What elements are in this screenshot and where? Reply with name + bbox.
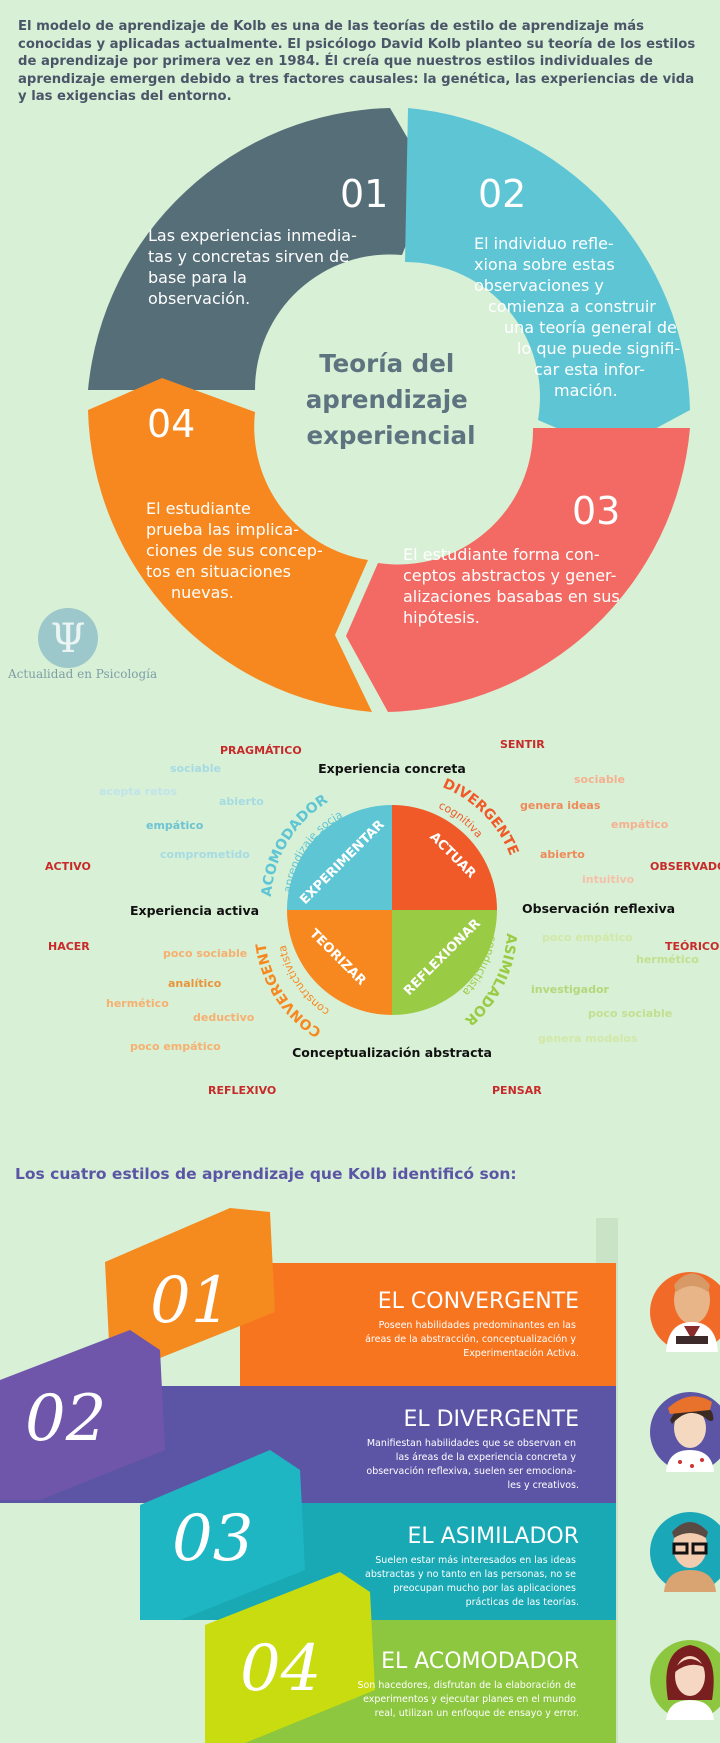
word-tr-0: sociable bbox=[574, 773, 625, 786]
word-tl-1: acepta retos bbox=[99, 785, 177, 798]
styles-title: Los cuatro estilos de aprendizaje que Ko… bbox=[15, 1165, 517, 1183]
word-tr-3: abierto bbox=[540, 848, 585, 861]
style-desc-convergente: Poseen habilidades predominantes en las … bbox=[365, 1320, 579, 1359]
axis-right: Observación reflexiva bbox=[522, 901, 675, 916]
word-tl-4: comprometido bbox=[160, 848, 250, 861]
word-tl-2: abierto bbox=[219, 795, 264, 808]
tag-04 bbox=[205, 1572, 375, 1743]
cycle-segment-04 bbox=[88, 378, 372, 712]
word-tr-2: empático bbox=[611, 818, 669, 831]
word-teorico: TEÓRICO bbox=[665, 940, 719, 953]
cycle-segment-01 bbox=[88, 108, 432, 390]
logo-circle bbox=[38, 608, 98, 668]
axis-top: Experiencia concreta bbox=[318, 761, 466, 776]
quadrant-teorizar bbox=[287, 910, 392, 1015]
word-bl-4: poco empático bbox=[130, 1040, 221, 1053]
style-title-divergente: EL DIVERGENTE bbox=[403, 1407, 579, 1432]
quadrant-actuar bbox=[392, 805, 497, 910]
quadrant-experimentar bbox=[287, 805, 392, 910]
word-pragmatico: PRAGMÁTICO bbox=[220, 744, 302, 757]
word-br-0: poco empático bbox=[542, 931, 633, 944]
tag-02 bbox=[0, 1330, 165, 1500]
word-hacer: HACER bbox=[48, 940, 90, 953]
word-activo: ACTIVO bbox=[45, 860, 91, 873]
avatar-convergente bbox=[650, 1272, 720, 1352]
cycle-text-01: Las experiencias inmedia- tas y concreta… bbox=[148, 226, 362, 308]
style-desc-asimilador: Suelen estar más interesados en las idea… bbox=[365, 1555, 579, 1608]
logo-text: Actualidad en Psicología bbox=[7, 667, 157, 681]
logo: Ψ Actualidad en Psicología bbox=[7, 608, 157, 681]
word-bl-3: deductivo bbox=[193, 1011, 255, 1024]
avatar-asimilador bbox=[650, 1512, 720, 1592]
psi-icon: Ψ bbox=[50, 616, 85, 662]
word-tr-4: intuitivo bbox=[582, 873, 635, 886]
quadrant-reflexionar bbox=[392, 910, 497, 1015]
style-desc-divergente: Manifiestan habilidades que se observan … bbox=[366, 1438, 579, 1491]
cycle-segment-03 bbox=[346, 428, 690, 712]
styles-list: 01 EL CONVERGENTE Poseen habilidades pre… bbox=[0, 1208, 618, 1743]
cycle-segment-02 bbox=[405, 108, 690, 452]
cycle-text-02: El individuo refle- xiona sobre estas ob… bbox=[474, 234, 685, 400]
word-br-3: poco sociable bbox=[588, 1007, 672, 1020]
word-reflexivo: REFLEXIVO bbox=[208, 1084, 276, 1097]
cycle-text-03: El estudiante forma con- ceptos abstract… bbox=[403, 545, 625, 627]
word-sentir: SENTIR bbox=[500, 738, 545, 751]
cycle-text-04: El estudiante prueba las implica- ciones… bbox=[146, 499, 328, 602]
axis-bottom: Conceptualización abstracta bbox=[292, 1045, 492, 1060]
word-tr-1: genera ideas bbox=[520, 799, 601, 812]
intro-text: El modelo de aprendizaje de Kolb es una … bbox=[18, 19, 696, 104]
word-tl-3: empático bbox=[146, 819, 204, 832]
word-bl-2: hermético bbox=[106, 997, 169, 1010]
style-desc-acomodador: Son hacedores, disfrutan de la elaboraci… bbox=[357, 1680, 579, 1719]
tag-02-number: 02 bbox=[25, 1382, 106, 1456]
word-observador: OBSERVADOR bbox=[650, 860, 720, 873]
avatar-divergente bbox=[650, 1392, 720, 1472]
word-bl-0: poco sociable bbox=[163, 947, 247, 960]
cycle-number-04: 04 bbox=[147, 402, 195, 446]
style-title-asimilador: EL ASIMILADOR bbox=[408, 1524, 579, 1549]
word-bl-1: analítico bbox=[168, 977, 222, 990]
word-tl-0: sociable bbox=[170, 762, 221, 775]
avatars bbox=[650, 1272, 720, 1720]
word-br-2: investigador bbox=[531, 983, 610, 996]
cycle-number-01: 01 bbox=[340, 172, 388, 216]
style-title-convergente: EL CONVERGENTE bbox=[378, 1289, 579, 1314]
learning-cycle: Teoría del aprendizaje experiencial 01 L… bbox=[88, 108, 690, 712]
word-br-4: genera modelos bbox=[538, 1032, 638, 1045]
word-br-1: hermético bbox=[636, 953, 699, 966]
tag-04-number: 04 bbox=[240, 1632, 321, 1706]
cycle-number-03: 03 bbox=[572, 489, 620, 533]
tag-01 bbox=[105, 1208, 275, 1362]
band-convergente bbox=[240, 1263, 616, 1386]
cycle-center-title: Teoría del aprendizaje experiencial bbox=[306, 349, 477, 450]
tag-01-number: 01 bbox=[150, 1264, 231, 1338]
cycle-number-02: 02 bbox=[478, 172, 526, 216]
axis-left: Experiencia activa bbox=[130, 903, 259, 918]
style-title-acomodador: EL ACOMODADOR bbox=[381, 1649, 579, 1674]
tag-03 bbox=[140, 1450, 305, 1620]
avatar-acomodador bbox=[650, 1640, 720, 1720]
word-pensar: PENSAR bbox=[492, 1084, 542, 1097]
tag-03-number: 03 bbox=[172, 1502, 253, 1576]
